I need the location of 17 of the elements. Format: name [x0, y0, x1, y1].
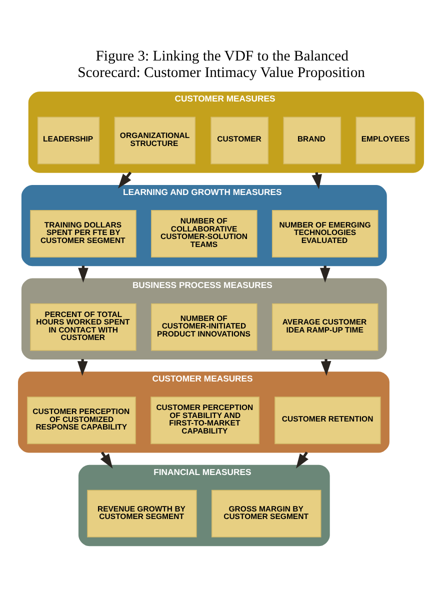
node-box: CUSTOMER PERCEPTION OF STABILITY AND FIRST-TO-MARKET CAPABILITY: [150, 396, 260, 444]
node-box: NUMBER OF CUSTOMER-INITIATED PRODUCT INNOVATIONS: [151, 303, 258, 351]
node-box: EMPLOYEES: [356, 116, 416, 164]
node-box: CUSTOMER PERCEPTION OF CUSTOMIZED RESPONSE CAPABILITY: [27, 396, 136, 444]
node-box: CUSTOMER: [210, 116, 269, 164]
node-box: NUMBER OF EMERGING TECHNOLOGIES EVALUATED: [272, 210, 378, 258]
node-box: BRAND: [283, 116, 342, 164]
node-box: REVENUE GROWTH BY CUSTOMER SEGMENT: [87, 490, 197, 538]
node-box: NUMBER OF COLLABORATIVE CUSTOMER-SOLUTION TEAMS: [151, 210, 258, 258]
diagram-title: Figure 3: Linking the VDF to the Balanced Scorecard: Customer Intimacy Value Proposition: [78, 48, 366, 82]
node-box: CUSTOMER RETENTION: [274, 396, 381, 444]
node-box: LEADERSHIP: [37, 116, 100, 164]
node-box: TRAINING DOLLARS SPENT PER FTE BY CUSTOMER SEGMENT: [30, 210, 136, 258]
node-box: PERCENT OF TOTAL HOURS WORKED SPENT IN CONTACT WITH CUSTOMER: [30, 303, 136, 351]
node-box: GROSS MARGIN BY CUSTOMER SEGMENT: [212, 490, 322, 538]
node-box: ORGANIZATIONAL STRUCTURE: [114, 116, 196, 164]
node-box: AVERAGE CUSTOMER IDEA RAMP-UP TIME: [272, 303, 378, 351]
